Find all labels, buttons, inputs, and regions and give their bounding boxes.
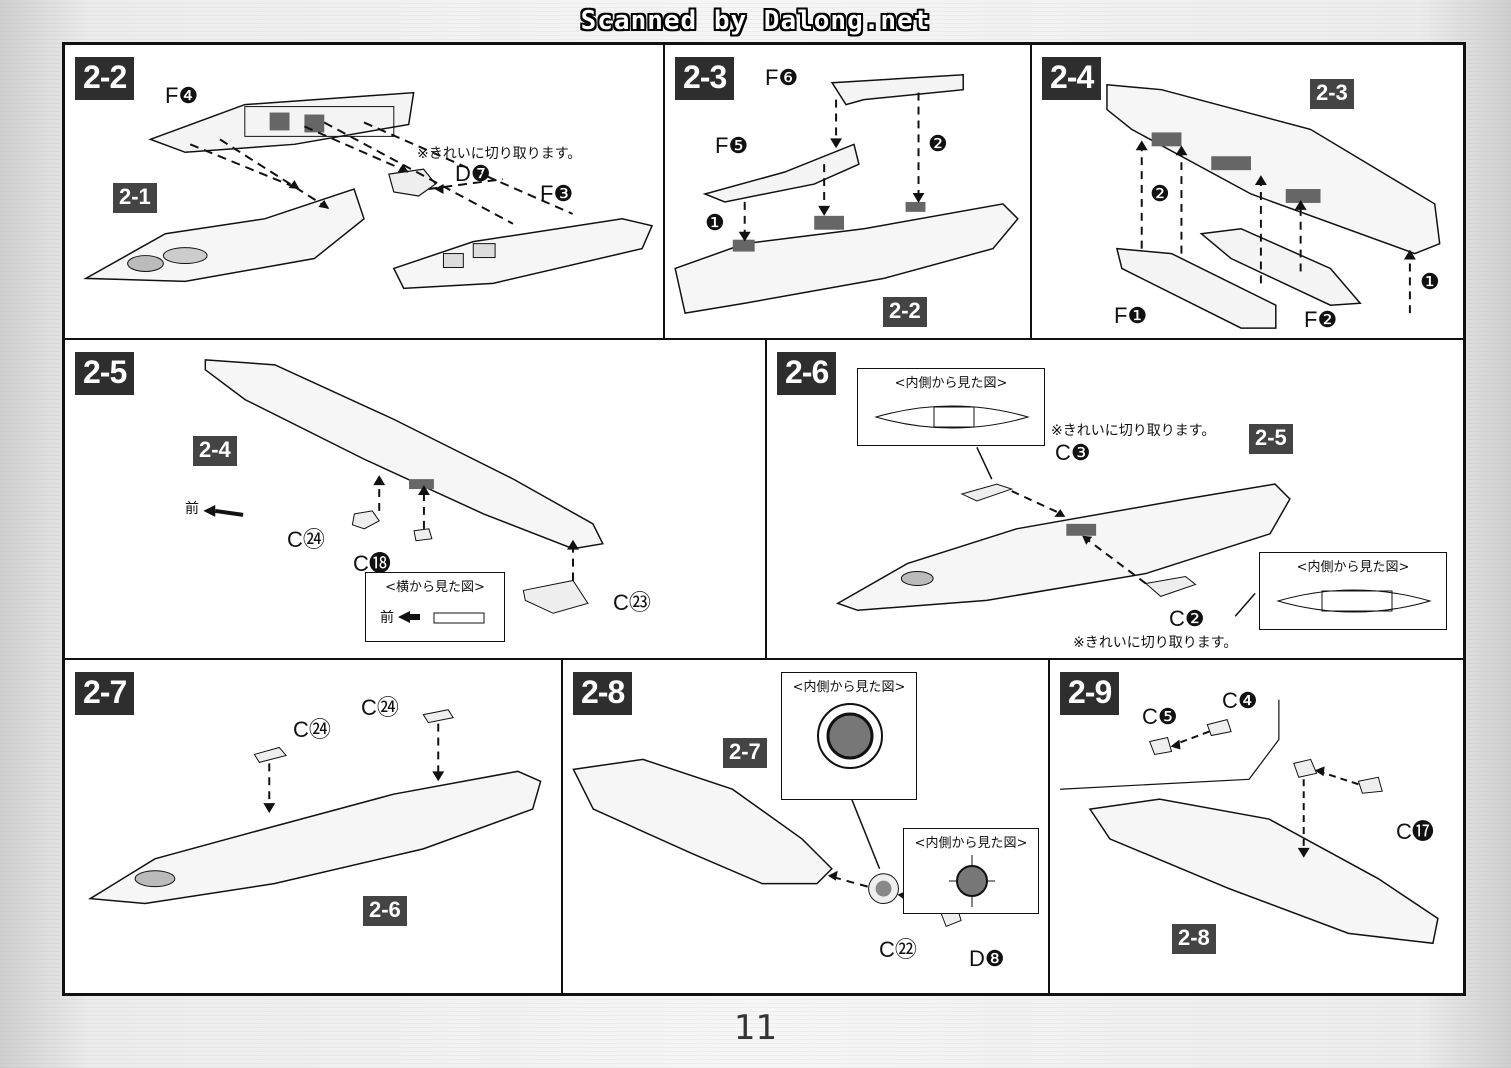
panel-step-2-7: 2-7 2-6 C㉔ C㉔ bbox=[64, 659, 562, 994]
ship-assembly-illustration bbox=[83, 91, 654, 290]
instruction-sheet: 2-2 2-1 F❹ D❼ F❸ ※きれいに切り取ります。 bbox=[62, 42, 1466, 996]
side-view-callout: <横から見た図> 前 bbox=[365, 572, 505, 642]
inside-view-diagram bbox=[1276, 589, 1432, 613]
part-label-f4: F❹ bbox=[165, 83, 199, 108]
side-view-diagram bbox=[398, 611, 485, 624]
ship-assembly-illustration bbox=[1060, 699, 1439, 945]
part-label-c17: C⓱ bbox=[1396, 819, 1434, 844]
part-label-f2: F❷ bbox=[1304, 307, 1338, 332]
inside-view-callout: <内側から見た図> bbox=[903, 828, 1039, 914]
part-label-f5: F❺ bbox=[715, 133, 749, 158]
part-label-f1: F❶ bbox=[1114, 303, 1148, 328]
sub-assembly-tag: 2-2 bbox=[883, 297, 927, 327]
step-number: 2-6 bbox=[777, 352, 837, 395]
part-label-d7: D❼ bbox=[455, 161, 491, 186]
part-label-c3: C❸ bbox=[1055, 440, 1091, 465]
part-label-c22: C㉒ bbox=[879, 937, 917, 962]
front-direction-label: 前 bbox=[185, 501, 199, 517]
step-number: 2-4 bbox=[1042, 57, 1102, 100]
side-view-title: <横から見た図> bbox=[385, 580, 485, 595]
sub-assembly-tag: 2-8 bbox=[1172, 924, 1216, 954]
cut-clean-note: ※きれいに切り取ります。 bbox=[1073, 635, 1238, 651]
ship-assembly-illustration bbox=[203, 359, 604, 614]
step-number: 2-5 bbox=[75, 352, 135, 395]
inside-view-title: <内側から見た図> bbox=[914, 836, 1028, 851]
part-label-c2: C❷ bbox=[1169, 606, 1205, 631]
panel-step-2-5: 2-5 2-4 前 C㉔ C⓲ C㉓ <横から見た図> 前 bbox=[64, 339, 766, 659]
inside-view-diagram bbox=[874, 405, 1030, 429]
part-label-f3: F❸ bbox=[540, 181, 574, 206]
inside-view-title: <内側から見た図> bbox=[1296, 560, 1410, 575]
inside-view-diagram bbox=[817, 703, 883, 769]
inside-view-callout: <内側から見た図> bbox=[857, 368, 1045, 446]
sub-assembly-tag: 2-5 bbox=[1249, 424, 1293, 454]
panel-step-2-6: 2-6 2-5 C❸ C❷ ※きれいに切り取ります。 ※きれいに切り取ります。 … bbox=[766, 339, 1464, 659]
ship-assembly-illustration bbox=[835, 447, 1291, 617]
front-direction-label: 前 bbox=[380, 610, 394, 626]
page-number: 11 bbox=[733, 1008, 778, 1048]
inside-view-title: <内側から見た図> bbox=[792, 680, 906, 695]
order-marker-1: ❶ bbox=[1420, 269, 1440, 294]
inside-view-diagram bbox=[949, 855, 995, 907]
inside-view-title: <内側から見た図> bbox=[894, 376, 1008, 391]
step-number: 2-2 bbox=[75, 57, 135, 100]
part-label-d8: D❽ bbox=[969, 946, 1005, 971]
step-number: 2-3 bbox=[675, 57, 735, 100]
step-number: 2-7 bbox=[75, 672, 135, 715]
watermark: Scanned by Dalong.net bbox=[580, 6, 931, 36]
sub-assembly-tag: 2-4 bbox=[193, 436, 237, 466]
part-label-f6: F❻ bbox=[765, 65, 799, 90]
panel-step-2-3: 2-3 2-2 F❻ F❺ ❶ ❷ bbox=[664, 44, 1031, 339]
part-label-c24: C㉔ bbox=[287, 527, 325, 552]
part-label-c24: C㉔ bbox=[293, 717, 331, 742]
sub-assembly-tag: 2-6 bbox=[363, 896, 407, 926]
order-marker-2: ❷ bbox=[928, 131, 948, 156]
ship-assembly-illustration bbox=[88, 709, 542, 905]
ship-assembly-illustration bbox=[674, 74, 1019, 315]
inside-view-callout: <内側から見た図> bbox=[1259, 552, 1447, 630]
part-label-c4: C❹ bbox=[1222, 688, 1258, 713]
ship-assembly-illustration bbox=[572, 758, 982, 928]
cut-clean-note: ※きれいに切り取ります。 bbox=[1051, 423, 1216, 439]
inside-view-callout: <内側から見た図> bbox=[781, 672, 917, 800]
panel-step-2-4: 2-4 2-3 F❶ F❷ ❷ ❶ bbox=[1031, 44, 1464, 339]
panel-step-2-9: 2-9 2-8 C❺ C❹ C⓱ bbox=[1049, 659, 1464, 994]
step-number: 2-9 bbox=[1060, 672, 1120, 715]
cut-clean-note: ※きれいに切り取ります。 bbox=[417, 146, 582, 162]
ship-assembly-illustration bbox=[1106, 83, 1441, 329]
order-marker-2: ❷ bbox=[1150, 181, 1170, 206]
sub-assembly-tag: 2-7 bbox=[723, 738, 767, 768]
step-number: 2-8 bbox=[573, 672, 633, 715]
panel-step-2-8: 2-8 2-7 C㉒ D❽ <内側から見た図> <内側から見た図> bbox=[562, 659, 1049, 994]
part-label-c24: C㉔ bbox=[361, 695, 399, 720]
sub-assembly-tag: 2-1 bbox=[113, 183, 157, 213]
part-label-c18: C⓲ bbox=[353, 551, 391, 576]
part-label-c23: C㉓ bbox=[613, 590, 651, 615]
order-marker-1: ❶ bbox=[705, 210, 725, 235]
sub-assembly-tag: 2-3 bbox=[1310, 79, 1354, 109]
panel-step-2-2: 2-2 2-1 F❹ D❼ F❸ ※きれいに切り取ります。 bbox=[64, 44, 664, 339]
part-label-c5: C❺ bbox=[1142, 704, 1178, 729]
